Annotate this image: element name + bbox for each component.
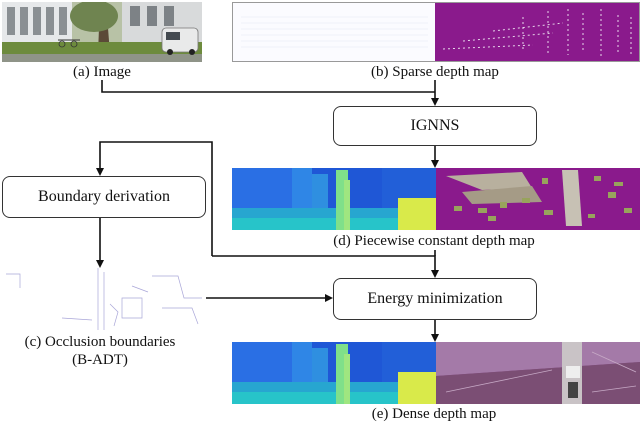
dense-depth-image [232, 342, 640, 404]
arrow-loop-to-energy [212, 256, 435, 276]
piecewise-depth-panel [232, 168, 640, 230]
input-image [2, 2, 202, 62]
sparse-depth-image [233, 3, 640, 62]
arrow-image-to-ignns [102, 80, 435, 92]
sparse-depth-panel [232, 2, 640, 62]
occlusion-boundaries-image [2, 268, 206, 330]
street-scene-image [2, 2, 202, 62]
boundary-derivation-box: Boundary derivation [2, 176, 206, 218]
occlusion-boundaries-panel [2, 268, 206, 330]
dense-depth-panel [232, 342, 640, 404]
caption-dense: (e) Dense depth map [372, 406, 497, 422]
ignns-box: IGNNS [333, 106, 537, 146]
caption-sparse: (b) Sparse depth map [371, 64, 499, 80]
caption-occlusion-sub: (B-ADT) [72, 352, 128, 368]
energy-minimization-box: Energy minimization [333, 278, 537, 320]
caption-piecewise: (d) Piecewise constant depth map [333, 233, 535, 249]
caption-occlusion: (c) Occlusion boundaries [25, 334, 176, 350]
piecewise-depth-image [232, 168, 640, 230]
caption-image: (a) Image [73, 64, 131, 80]
